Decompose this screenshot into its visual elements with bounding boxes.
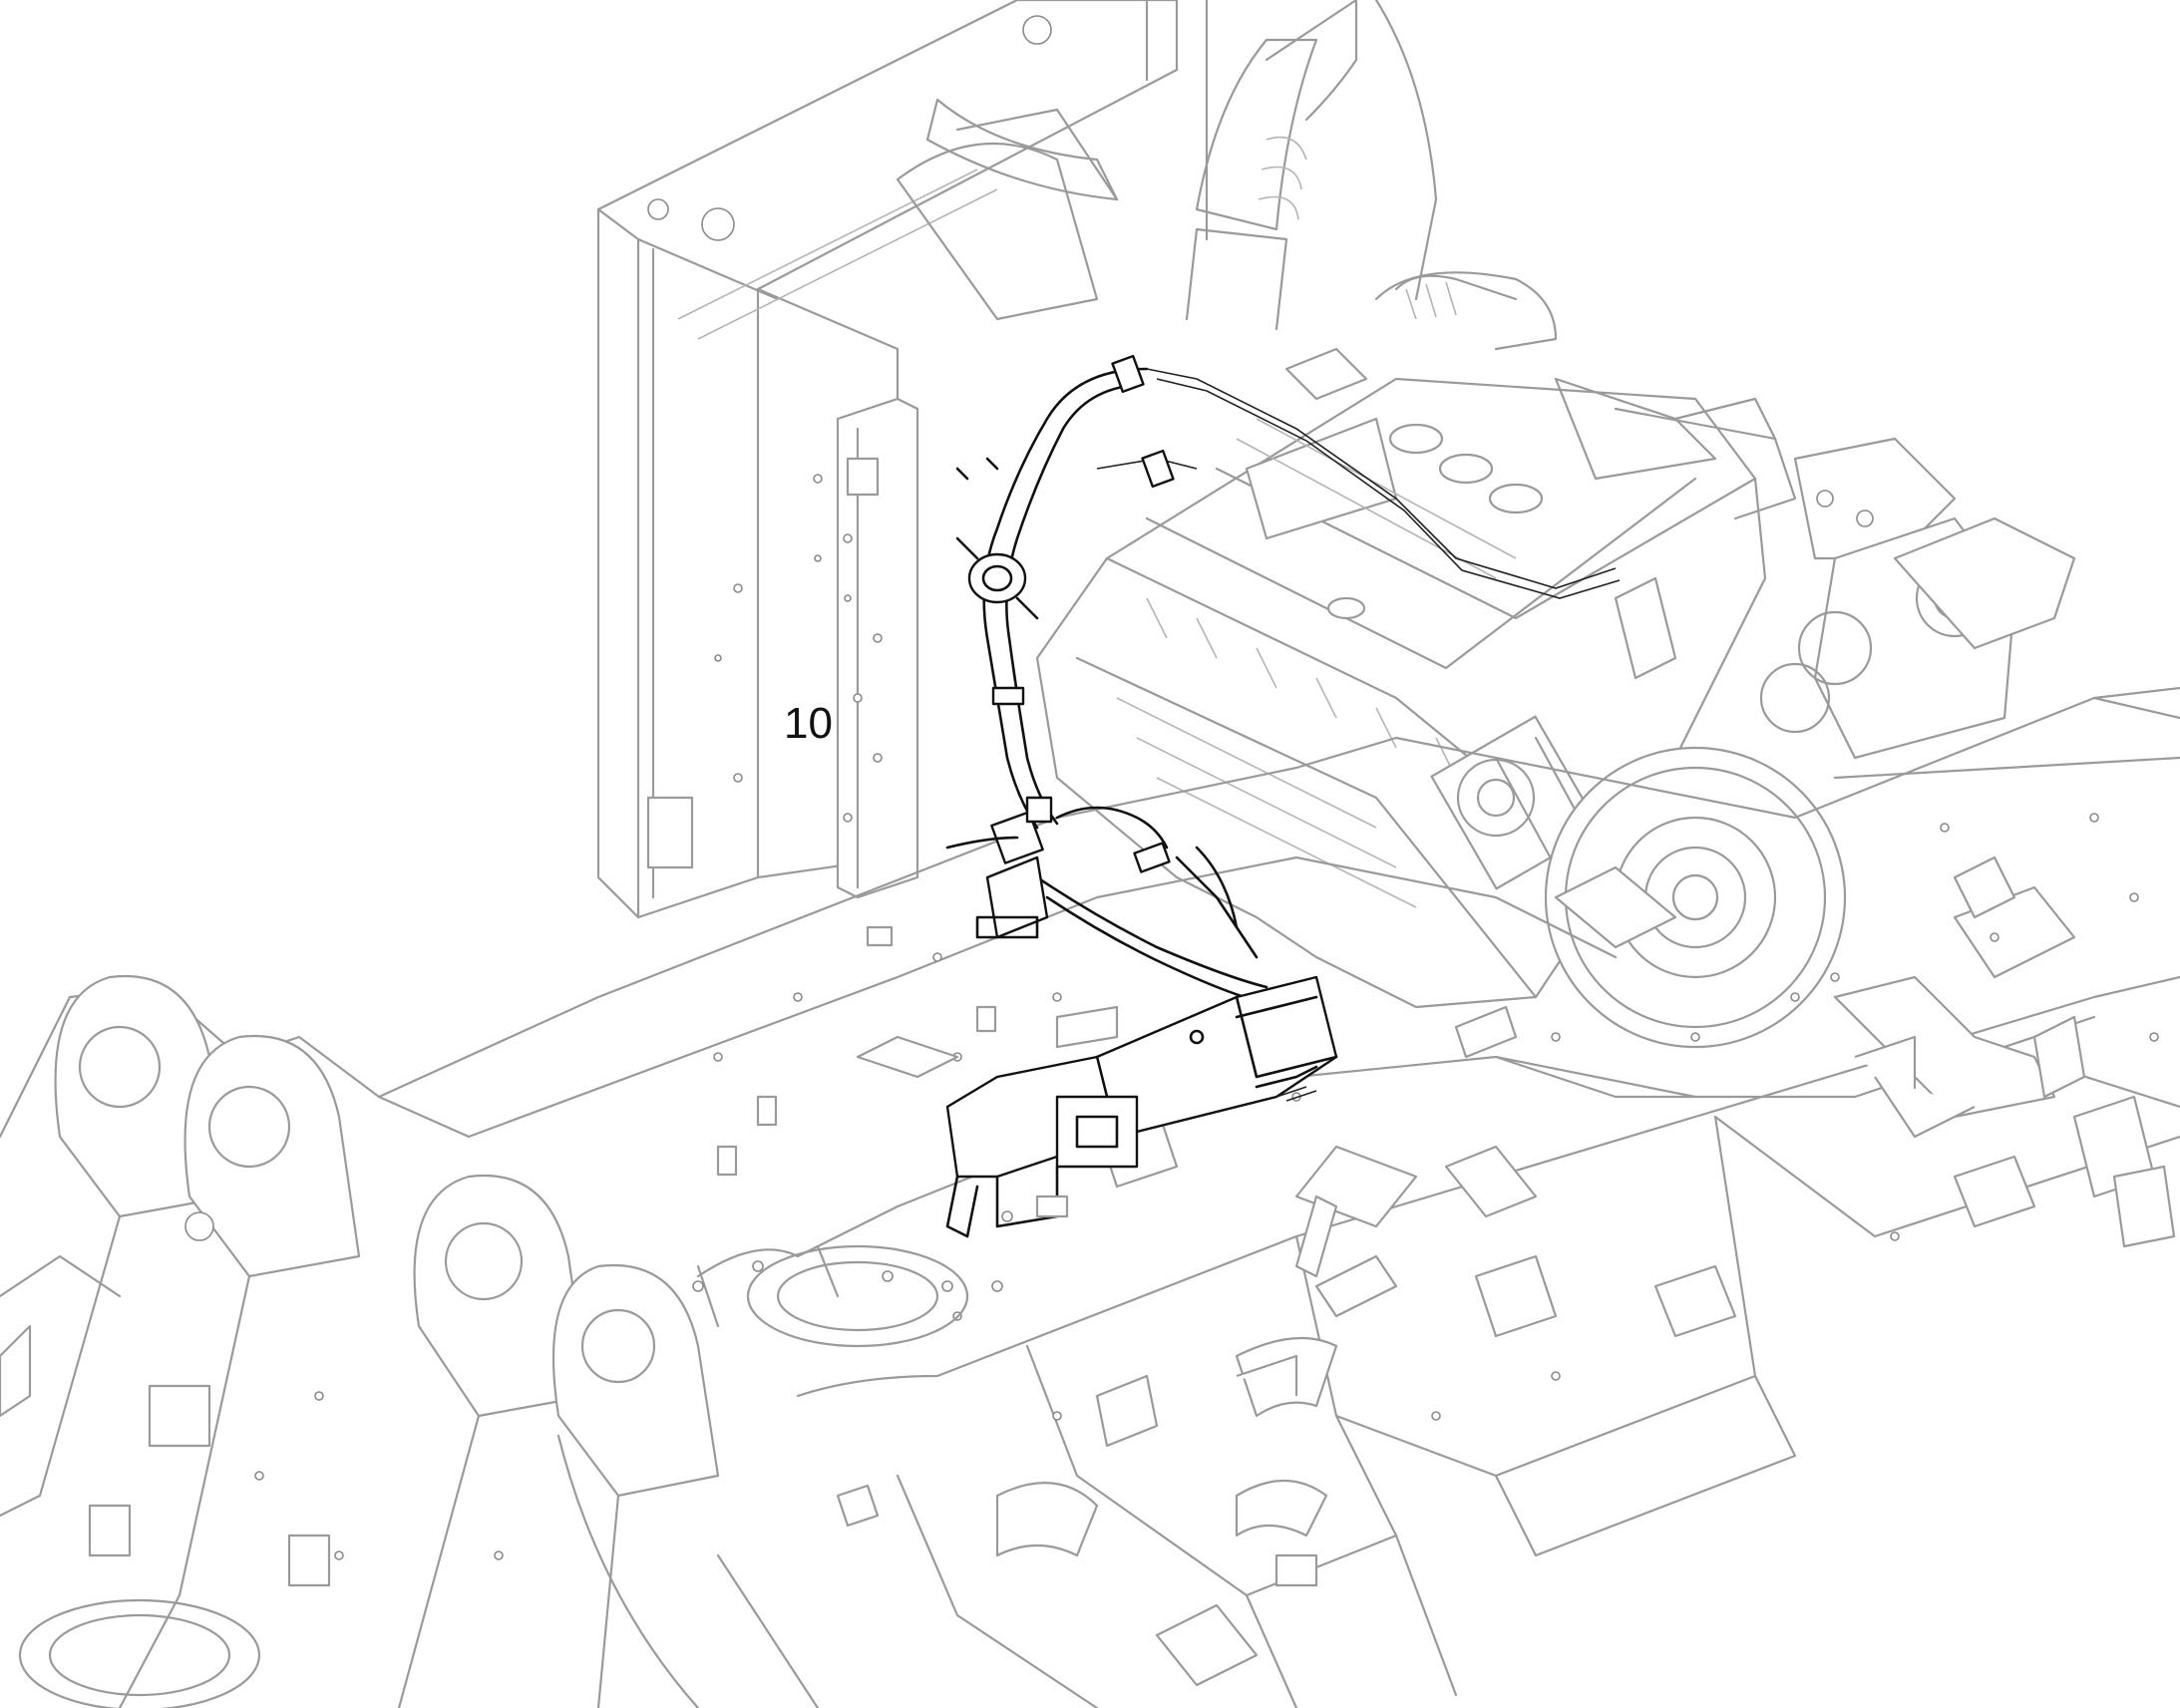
air-intake-pipes bbox=[925, 0, 1558, 351]
highlighted-part-10 bbox=[945, 354, 1621, 1238]
callout-number-10: 10 bbox=[784, 699, 833, 748]
radiator-housing bbox=[596, 0, 1209, 919]
bracket-details bbox=[716, 925, 1518, 1587]
flywheel-housing bbox=[1456, 516, 2076, 1049]
boom-mounts bbox=[0, 974, 720, 1708]
